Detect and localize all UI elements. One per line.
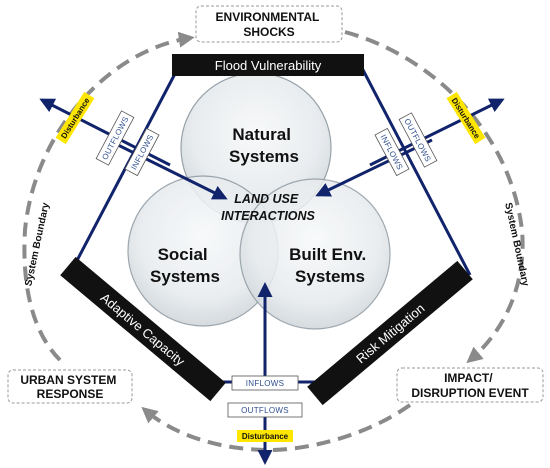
natural-systems-label: Natural Systems: [229, 125, 299, 166]
bottom-outflows-label: OUTFLOWS: [241, 406, 289, 415]
svg-text:ENVIRONMENTAL SHOCKS: ENVIRONMENTAL SHOCKS: [216, 10, 323, 39]
box-environmental-shocks: ENVIRONMENTAL SHOCKS: [195, 5, 343, 43]
circle-built-systems: [239, 178, 391, 330]
outer-cycle: [22, 30, 525, 453]
urban-system-response-line2: RESPONSE: [37, 387, 104, 401]
urban-system-response-line1: URBAN SYSTEM: [20, 373, 116, 387]
bottom-outflows-box: OUTFLOWS: [227, 402, 303, 418]
cycle-arrow-response-to-shocks: [22, 31, 195, 362]
bottom-inflows-label: INFLOWS: [246, 379, 285, 388]
disturbance-tag-right: Disturbance: [446, 91, 486, 145]
bar-flood-vulnerability: Flood Vulnerability: [172, 54, 364, 76]
impact-disruption-line1: IMPACT/: [444, 371, 493, 385]
built-systems-label: Built Env. Systems: [289, 245, 371, 286]
disturbance-tag-bottom: Disturbance: [237, 430, 293, 442]
land-use-interactions-label: LAND USE INTERACTIONS: [221, 192, 315, 223]
left-outflows-box: OUTFLOWS: [95, 110, 135, 166]
cycle-arrow-impact-to-response: [141, 403, 412, 453]
inflow-arrow-left: [107, 138, 228, 200]
bottom-inflows-box: INFLOWS: [231, 375, 299, 391]
inflow-arrow-right: [315, 138, 433, 197]
cycle-arrow-shocks-to-impact: [344, 30, 525, 364]
box-urban-system-response: URBAN SYSTEM RESPONSE: [7, 369, 133, 404]
impact-disruption-line2: DISRUPTION EVENT: [411, 386, 529, 400]
svg-text:IMPACT/ DISRUPTION EVENT: IMPACT/ DISRUPTION EVENT: [411, 371, 529, 400]
environmental-shocks-line2: SHOCKS: [243, 25, 294, 39]
social-systems-label: Social Systems: [150, 245, 220, 286]
disturbance-left-label: Disturbance: [59, 96, 91, 140]
system-boundary-right-label: System Boundary: [502, 202, 531, 288]
environmental-shocks-line1: ENVIRONMENTAL: [216, 10, 320, 24]
disturbance-bottom-label: Disturbance: [242, 432, 289, 441]
box-impact-disruption-event: IMPACT/ DISRUPTION EVENT: [396, 367, 544, 403]
bar-flood-vulnerability-label: Flood Vulnerability: [215, 58, 322, 73]
disturbance-tag-left: Disturbance: [55, 91, 95, 145]
svg-text:URBAN SYSTEM RESPONSE: URBAN SYSTEM RESPONSE: [20, 373, 119, 401]
